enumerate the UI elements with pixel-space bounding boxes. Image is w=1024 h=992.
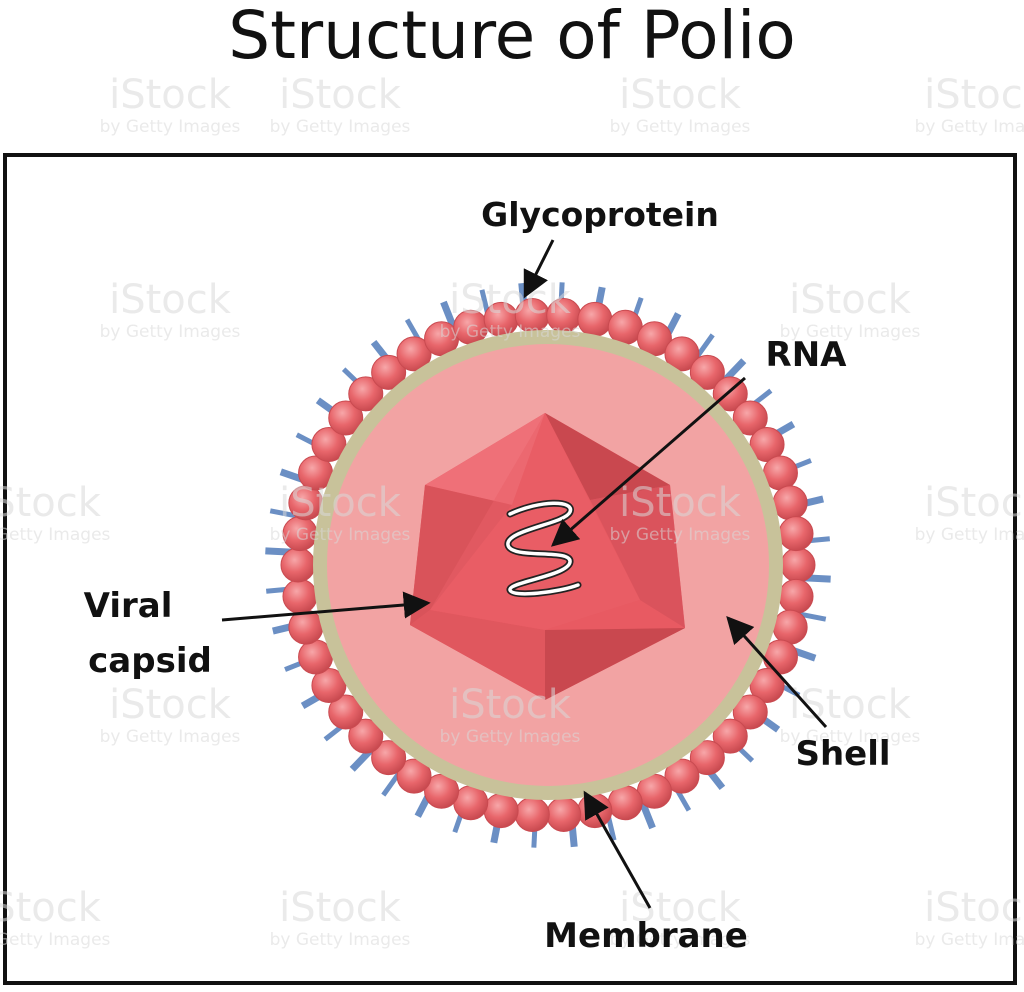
watermark-brand: iStock	[279, 72, 402, 118]
watermark-sub: by Getty Images	[100, 727, 241, 747]
membrane-bead	[749, 427, 785, 463]
watermark-sub: by Getty Images	[915, 930, 1024, 950]
membrane-bead	[311, 427, 347, 463]
membrane-bead	[577, 301, 613, 337]
watermark-sub: by Getty Images	[100, 322, 241, 342]
membrane-bead	[778, 578, 814, 614]
watermark-brand: iStock	[0, 480, 102, 526]
membrane-bead	[396, 336, 432, 372]
watermark-brand: iStock	[449, 682, 572, 728]
membrane-beads	[280, 297, 816, 833]
membrane-bead	[546, 797, 582, 833]
membrane-bead	[664, 758, 700, 794]
label-shell: Shell	[795, 734, 890, 774]
membrane-bead	[689, 740, 725, 776]
watermark-sub: by Getty Images	[440, 322, 581, 342]
watermark-sub: by Getty Images	[100, 117, 241, 137]
membrane-bead	[749, 667, 785, 703]
membrane-bead	[712, 718, 748, 754]
pointer-arrows	[221, 239, 828, 909]
watermark-sub: by Getty Images	[610, 930, 751, 950]
watermark-brand: iStock	[619, 72, 742, 118]
membrane-bead	[514, 797, 550, 833]
membrane-bead	[282, 578, 318, 614]
watermark-brand: iStock	[619, 480, 742, 526]
watermark-sub: by Getty Images	[610, 525, 751, 545]
membrane-bead	[348, 376, 384, 412]
watermark-brand: iStock	[449, 277, 572, 323]
membrane-bead	[348, 718, 384, 754]
membrane-bead	[780, 547, 816, 583]
watermark-brand: iStock	[0, 885, 102, 931]
watermark-sub: by Getty Images	[780, 727, 921, 747]
membrane-bead	[396, 758, 432, 794]
label-glycoprotein: Glycoprotein	[481, 195, 719, 234]
watermark-sub: by Getty Images	[915, 525, 1024, 545]
arrow-rna	[550, 376, 746, 547]
arrow-glycoprotein	[523, 239, 555, 299]
membrane-bead	[732, 400, 768, 436]
membrane-bead	[483, 793, 519, 829]
watermark-brand: iStock	[109, 277, 232, 323]
watermark-brand: iStock	[789, 277, 912, 323]
label-viral-capsid-line2: capsid	[88, 641, 212, 681]
diagram-frame	[3, 153, 1017, 985]
watermark-brand: iStock	[279, 885, 402, 931]
membrane-bead	[772, 485, 808, 521]
watermark-sub: by Getty Images	[270, 930, 411, 950]
watermark-brand: iStock	[924, 480, 1024, 526]
label-membrane: Membrane	[544, 916, 748, 956]
membrane-bead	[664, 336, 700, 372]
arrow-viral-capsid	[221, 591, 431, 622]
diagram-title: Structure of Polio	[228, 0, 796, 74]
label-rna: RNA	[766, 335, 848, 375]
arrow-shell	[726, 615, 828, 729]
membrane-bead	[778, 516, 814, 552]
membrane-bead	[280, 547, 316, 583]
watermark-brand: iStock	[924, 885, 1024, 931]
membrane-bead	[371, 354, 407, 390]
membrane-bead	[732, 694, 768, 730]
watermark-sub: by Getty Images	[610, 117, 751, 137]
watermark-sub: by Getty Images	[440, 727, 581, 747]
watermark-sub: by Getty Images	[270, 525, 411, 545]
rna-strand-highlight	[506, 501, 580, 596]
watermark-brand: iStock	[619, 885, 742, 931]
watermark-brand: iStock	[109, 72, 232, 118]
membrane-bead	[371, 740, 407, 776]
watermark-brand: iStock	[924, 72, 1024, 118]
watermark-sub: by Getty Images	[0, 930, 111, 950]
membrane-bead	[328, 400, 364, 436]
arrow-membrane	[583, 790, 652, 909]
membrane-bead	[328, 694, 364, 730]
watermark-brand: iStock	[279, 480, 402, 526]
watermark-sub: by Getty Images	[915, 117, 1024, 137]
label-viral-capsid-line1: Viral	[84, 586, 173, 626]
membrane-bead	[607, 785, 643, 821]
watermark-sub: by Getty Images	[270, 117, 411, 137]
watermark-sub: by Getty Images	[780, 322, 921, 342]
watermark-sub: by Getty Images	[0, 525, 111, 545]
watermark-brand: iStock	[109, 682, 232, 728]
membrane-bead	[689, 354, 725, 390]
membrane-bead	[311, 667, 347, 703]
watermark-brand: iStock	[789, 682, 912, 728]
membrane-bead	[772, 609, 808, 645]
